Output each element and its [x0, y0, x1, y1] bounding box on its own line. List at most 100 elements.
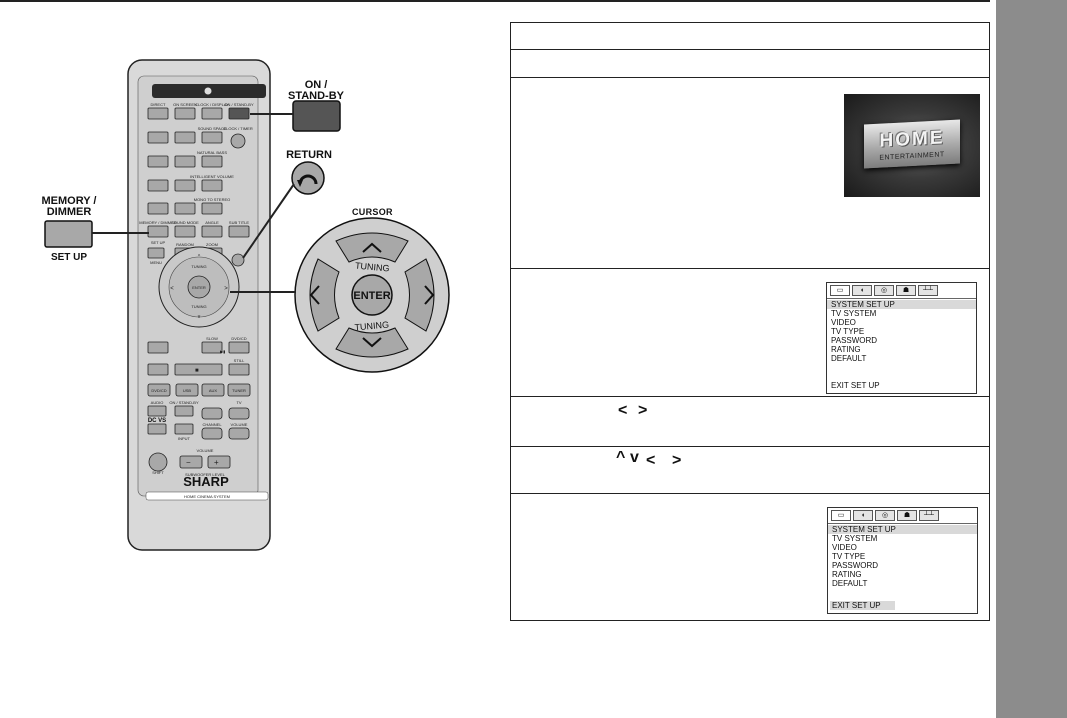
- subtitle-button: [228, 225, 250, 238]
- menu-item-password[interactable]: PASSWORD: [831, 336, 878, 345]
- chevron-left-icon: [309, 285, 320, 305]
- chevron-up-icon: [362, 242, 382, 253]
- svg-text:SET UP: SET UP: [151, 240, 166, 245]
- memory-dimmer-small-button: [147, 225, 169, 238]
- input-button: [174, 423, 194, 435]
- setup-menu-screen-1: ▭ ◖ ◎ ☗ ┴┴ SYSTEM SET UP TV SYSTEM VIDEO…: [826, 282, 977, 394]
- left-symbol: <: [646, 452, 656, 469]
- chevron-right-icon: [424, 285, 435, 305]
- svg-text:CHANNEL: CHANNEL: [202, 422, 222, 427]
- svg-text:TUNER: TUNER: [232, 388, 246, 393]
- svg-text:RANDOM: RANDOM: [176, 242, 194, 247]
- menu-item-rating[interactable]: RATING: [832, 570, 862, 579]
- menu-item-exit-set-up[interactable]: EXIT SET UP: [830, 601, 895, 610]
- remote-tuning-label-bottom: TUNING: [191, 304, 206, 309]
- disc-icon: ◎: [874, 285, 894, 296]
- menu-item-tv-system[interactable]: TV SYSTEM: [831, 309, 877, 318]
- memory-dimmer-label: MEMORY / DIMMER: [41, 195, 97, 218]
- menu-icon-bar: ▭ ◖ ◎ ☗ ┴┴: [827, 283, 976, 299]
- menu-items: SYSTEM SET UP TV SYSTEM VIDEO TV TYPE PA…: [828, 524, 977, 589]
- natural-bass-button: [201, 155, 223, 168]
- menu-item-rating[interactable]: RATING: [831, 345, 861, 354]
- svg-text:TV: TV: [236, 400, 241, 405]
- menu-item-default[interactable]: DEFAULT: [832, 579, 868, 588]
- menu-item-tv-type[interactable]: TV TYPE: [831, 327, 865, 336]
- menu-item-system-set-up[interactable]: SYSTEM SET UP: [828, 525, 977, 534]
- menu-icon-bar: ▭ ◖ ◎ ☗ ┴┴: [828, 508, 977, 524]
- remote-return-button: [231, 253, 245, 267]
- remote-key: [147, 202, 169, 215]
- slow-button: [201, 341, 223, 354]
- shift-button: [148, 452, 168, 472]
- transport-buttons: [147, 341, 251, 472]
- remote-right-arrow: >: [224, 286, 228, 292]
- clock-timer-button: [230, 133, 246, 149]
- chevron-down-icon: [362, 337, 382, 348]
- svg-text:SLOW: SLOW: [206, 336, 218, 341]
- intelligent-volume-button: [201, 179, 223, 192]
- channel-down-button: [201, 427, 223, 440]
- remote-illustration: ENTER ^ v < > TUNING TUNING ▶▮ ■ − + SHA…: [44, 59, 450, 551]
- remote-brand: SHARP: [183, 474, 229, 489]
- direct-button: [147, 107, 169, 120]
- disc-icon: ◎: [875, 510, 895, 521]
- remote-key: [147, 179, 169, 192]
- speaker-icon: ◖: [853, 510, 873, 521]
- down-symbol: v: [630, 449, 639, 466]
- steps-table: HOME ENTERTAINMENT ▭ ◖ ◎ ☗ ┴┴ SYSTEM SET…: [510, 22, 990, 621]
- return-arrowhead-icon: [297, 180, 303, 187]
- svg-text:SUB TITLE: SUB TITLE: [229, 220, 249, 225]
- equalizer-icon: ┴┴: [919, 510, 939, 521]
- svg-text:INTELLIGENT VOLUME: INTELLIGENT VOLUME: [190, 174, 234, 179]
- svg-text:SUBWOOFER LEVEL: SUBWOOFER LEVEL: [185, 472, 226, 477]
- menu-item-video[interactable]: VIDEO: [832, 543, 857, 552]
- step-row-6: ^ v < >: [510, 447, 990, 494]
- menu-item-default[interactable]: DEFAULT: [831, 354, 867, 363]
- side-tab: [996, 0, 1067, 718]
- play-pause-button: [147, 341, 169, 354]
- channel-up-button: [201, 407, 223, 420]
- svg-text:ANGLE: ANGLE: [205, 220, 219, 225]
- remote-brand-plate: [145, 491, 269, 501]
- transport-glyphs: ▶▮: [220, 349, 225, 354]
- menu-item-tv-type[interactable]: TV TYPE: [832, 552, 866, 561]
- remote-key: [174, 155, 196, 168]
- remote-enter-button: [187, 275, 211, 299]
- remote-power-button: [228, 107, 250, 120]
- return-label: RETURN: [286, 149, 332, 161]
- on-standby-callout-button: [292, 100, 341, 132]
- svg-text:MENU: MENU: [150, 260, 162, 265]
- monitor-icon: ▭: [830, 285, 850, 296]
- on-screen-button: [174, 107, 196, 120]
- remote-button-grid: [147, 107, 250, 267]
- tv-power-button: [174, 405, 194, 417]
- plus-glyph: +: [214, 458, 219, 467]
- step-row-7: ▭ ◖ ◎ ☗ ┴┴ SYSTEM SET UP TV SYSTEM VIDEO…: [510, 494, 990, 621]
- dvd-cd-button: [147, 383, 171, 397]
- tv-volume-down-button: [228, 427, 250, 440]
- svg-text:ON / STAND-BY: ON / STAND-BY: [224, 102, 254, 107]
- audio-button: [147, 405, 167, 417]
- remote-key: [147, 155, 169, 168]
- menu-item-video[interactable]: VIDEO: [831, 318, 856, 327]
- set-up-label: SET UP: [50, 252, 88, 263]
- menu-item-password[interactable]: PASSWORD: [832, 561, 879, 570]
- menu-item-exit-set-up[interactable]: EXIT SET UP: [831, 381, 880, 390]
- menu-item-tv-system[interactable]: TV SYSTEM: [832, 534, 878, 543]
- svg-text:ON / STAND-BY: ON / STAND-BY: [169, 400, 199, 405]
- equalizer-icon: ┴┴: [918, 285, 938, 296]
- volume-down-button: [179, 455, 203, 469]
- svg-text:DVD/CD: DVD/CD: [231, 336, 246, 341]
- svg-text:DVD/CD: DVD/CD: [151, 388, 166, 393]
- parental-icon: ☗: [897, 510, 917, 521]
- remote-key: [147, 131, 169, 144]
- right-symbol: >: [638, 402, 648, 419]
- memory-dimmer-callout-button: [44, 220, 93, 248]
- step-row-1: [510, 22, 990, 50]
- menu-item-system-set-up[interactable]: SYSTEM SET UP: [827, 300, 976, 309]
- right-symbol: >: [672, 452, 682, 469]
- svg-text:MONO TO STEREO: MONO TO STEREO: [194, 197, 231, 202]
- step-row-3: HOME ENTERTAINMENT: [510, 78, 990, 269]
- svg-text:SOUND SPACE: SOUND SPACE: [198, 126, 227, 131]
- dc-vs-button: [147, 423, 167, 435]
